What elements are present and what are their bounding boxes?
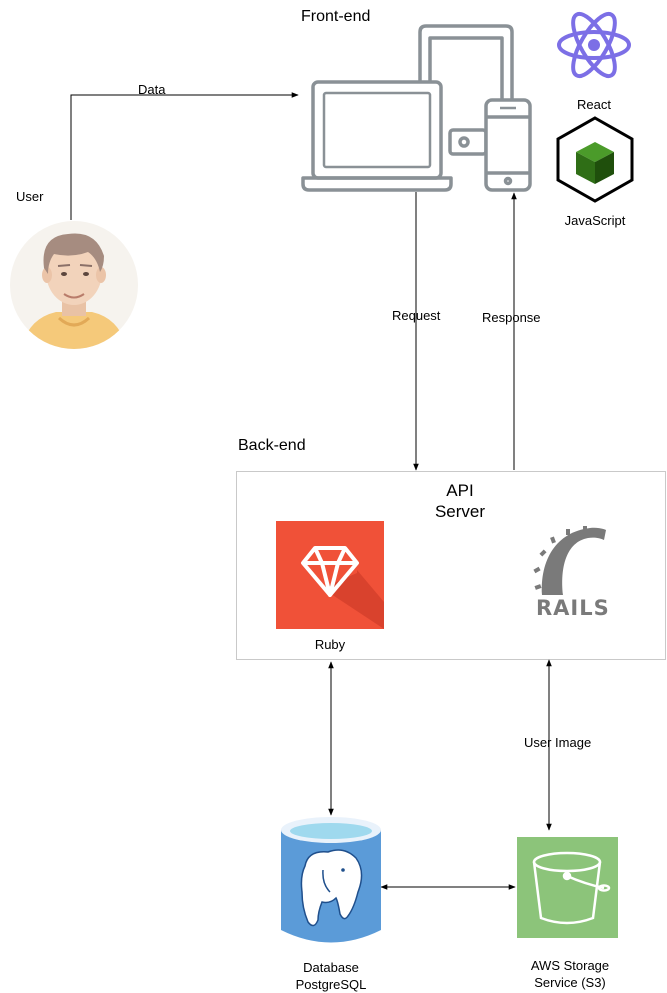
api-server-box[interactable] [236,471,666,660]
backend-section-title: Back-end [238,437,306,454]
laptop-icon [301,80,453,192]
edge-label-data: Data [136,82,168,97]
phone-icon [484,98,532,192]
user-label: User [16,189,44,204]
react-label: React [577,97,611,112]
javascript-cube-icon[interactable] [556,116,634,203]
tablet-icon [418,24,514,100]
postgresql-database-icon[interactable] [281,817,381,943]
react-logo-icon[interactable] [557,8,631,82]
javascript-label: JavaScript [564,213,626,228]
ruby-gem-icon[interactable] [276,521,384,629]
api-server-title: API Server [434,481,486,521]
s3-bucket-icon[interactable] [517,837,618,938]
frontend-section-title: Front-end [301,8,371,25]
edge-user-to-frontend[interactable] [70,92,299,220]
edges [70,92,552,890]
rails-logo-text: RAILS [536,596,610,620]
ruby-label: Ruby [314,637,346,652]
frontend-devices[interactable] [301,24,532,192]
user-avatar[interactable] [10,221,138,360]
rails-logo-icon[interactable] [533,526,606,595]
edge-label-response: Response [480,310,543,325]
database-label: Database PostgreSQL [295,960,367,992]
edge-label-user-image: User Image [522,735,594,750]
connector-icon [448,128,488,156]
s3-label: AWS Storage Service (S3) [530,958,610,990]
